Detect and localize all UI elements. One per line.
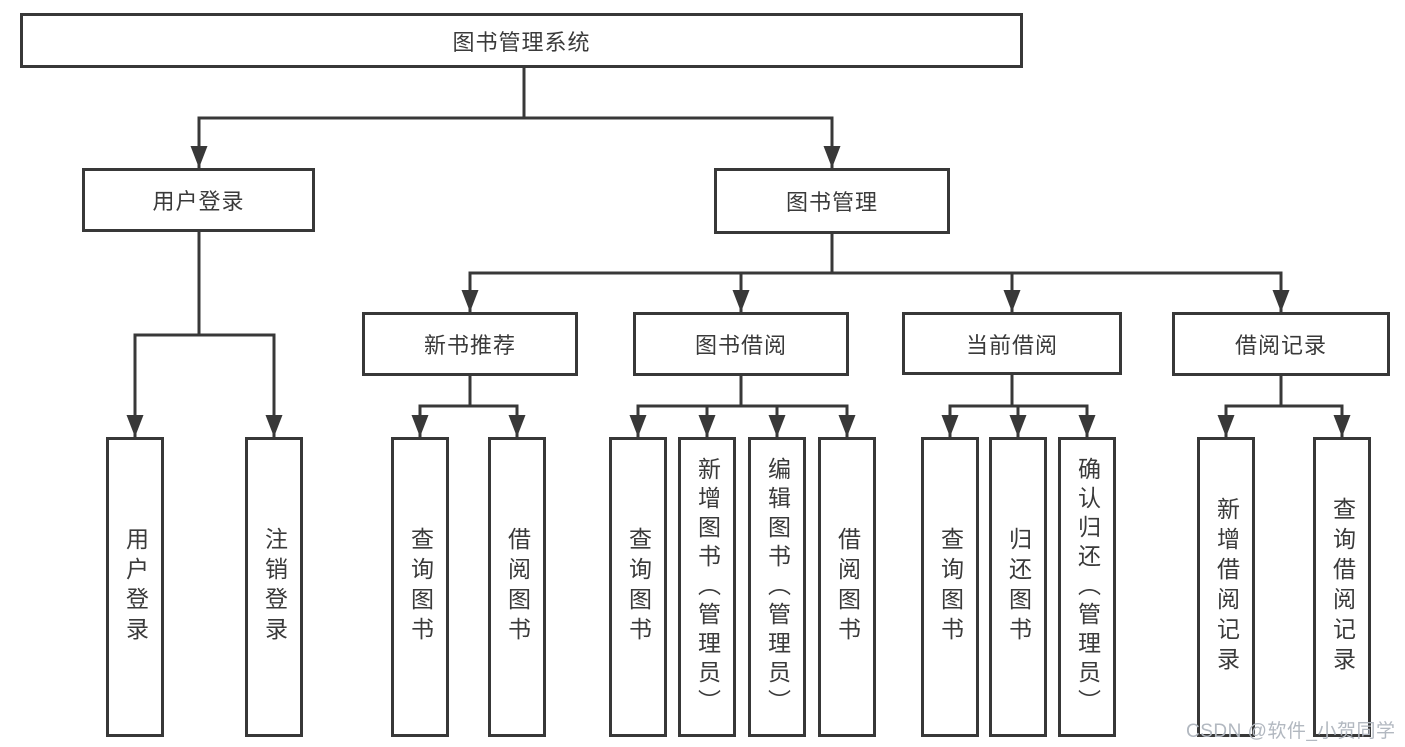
leaf-borrow-books: 借阅图书: [818, 437, 876, 737]
node-book-mgmt: 图书管理: [714, 168, 950, 234]
node-current-borrow: 当前借阅: [902, 312, 1122, 375]
node-book-borrow: 图书借阅: [633, 312, 849, 376]
node-new-book-recommend: 新书推荐: [362, 312, 578, 376]
leaf-logout: 注销登录: [245, 437, 303, 737]
watermark-text: CSDN @软件_小贺同学: [1186, 721, 1396, 742]
leaf-query-borrow-record-label: 查询借阅记录: [1329, 497, 1356, 677]
node-book-mgmt-label: 图书管理: [785, 190, 878, 215]
node-root: 图书管理系统: [20, 13, 1023, 68]
leaf-user-login-label: 用户登录: [122, 527, 149, 647]
leaf-add-book-admin-label: 新增图书（管理员）: [694, 456, 721, 718]
leaf-borrow-books-recommend: 借阅图书: [488, 437, 546, 737]
leaf-add-borrow-record-label: 新增借阅记录: [1213, 497, 1240, 677]
leaf-edit-book-admin: 编辑图书（管理员）: [748, 437, 806, 737]
leaf-borrow-books-label: 借阅图书: [834, 527, 861, 647]
leaf-query-books-recommend: 查询图书: [391, 437, 449, 737]
leaf-confirm-return-admin-label: 确认归还（管理员）: [1074, 456, 1101, 718]
node-new-book-recommend-label: 新书推荐: [423, 333, 516, 358]
leaf-return-book-label: 归还图书: [1005, 527, 1032, 647]
node-borrow-records-label: 借阅记录: [1234, 333, 1327, 358]
leaf-edit-book-admin-label: 编辑图书（管理员）: [764, 456, 791, 718]
leaf-query-books-current-label: 查询图书: [937, 527, 964, 647]
leaf-add-borrow-record: 新增借阅记录: [1197, 437, 1255, 737]
node-user-login-label: 用户登录: [152, 189, 245, 214]
node-book-borrow-label: 图书借阅: [694, 333, 787, 358]
leaf-return-book: 归还图书: [989, 437, 1047, 737]
leaf-query-books-borrow-label: 查询图书: [625, 527, 652, 647]
leaf-query-books-recommend-label: 查询图书: [407, 527, 434, 647]
node-root-label: 图书管理系统: [452, 29, 591, 55]
node-current-borrow-label: 当前借阅: [965, 332, 1058, 358]
node-borrow-records: 借阅记录: [1172, 312, 1390, 376]
leaf-borrow-books-recommend-label: 借阅图书: [504, 527, 531, 647]
leaf-query-borrow-record: 查询借阅记录: [1313, 437, 1371, 737]
leaf-query-books-current: 查询图书: [921, 437, 979, 737]
leaf-logout-label: 注销登录: [261, 527, 288, 647]
node-user-login: 用户登录: [82, 168, 315, 232]
leaf-query-books-borrow: 查询图书: [609, 437, 667, 737]
leaf-confirm-return-admin: 确认归还（管理员）: [1058, 437, 1116, 737]
leaf-user-login: 用户登录: [106, 437, 164, 737]
leaf-add-book-admin: 新增图书（管理员）: [678, 437, 736, 737]
